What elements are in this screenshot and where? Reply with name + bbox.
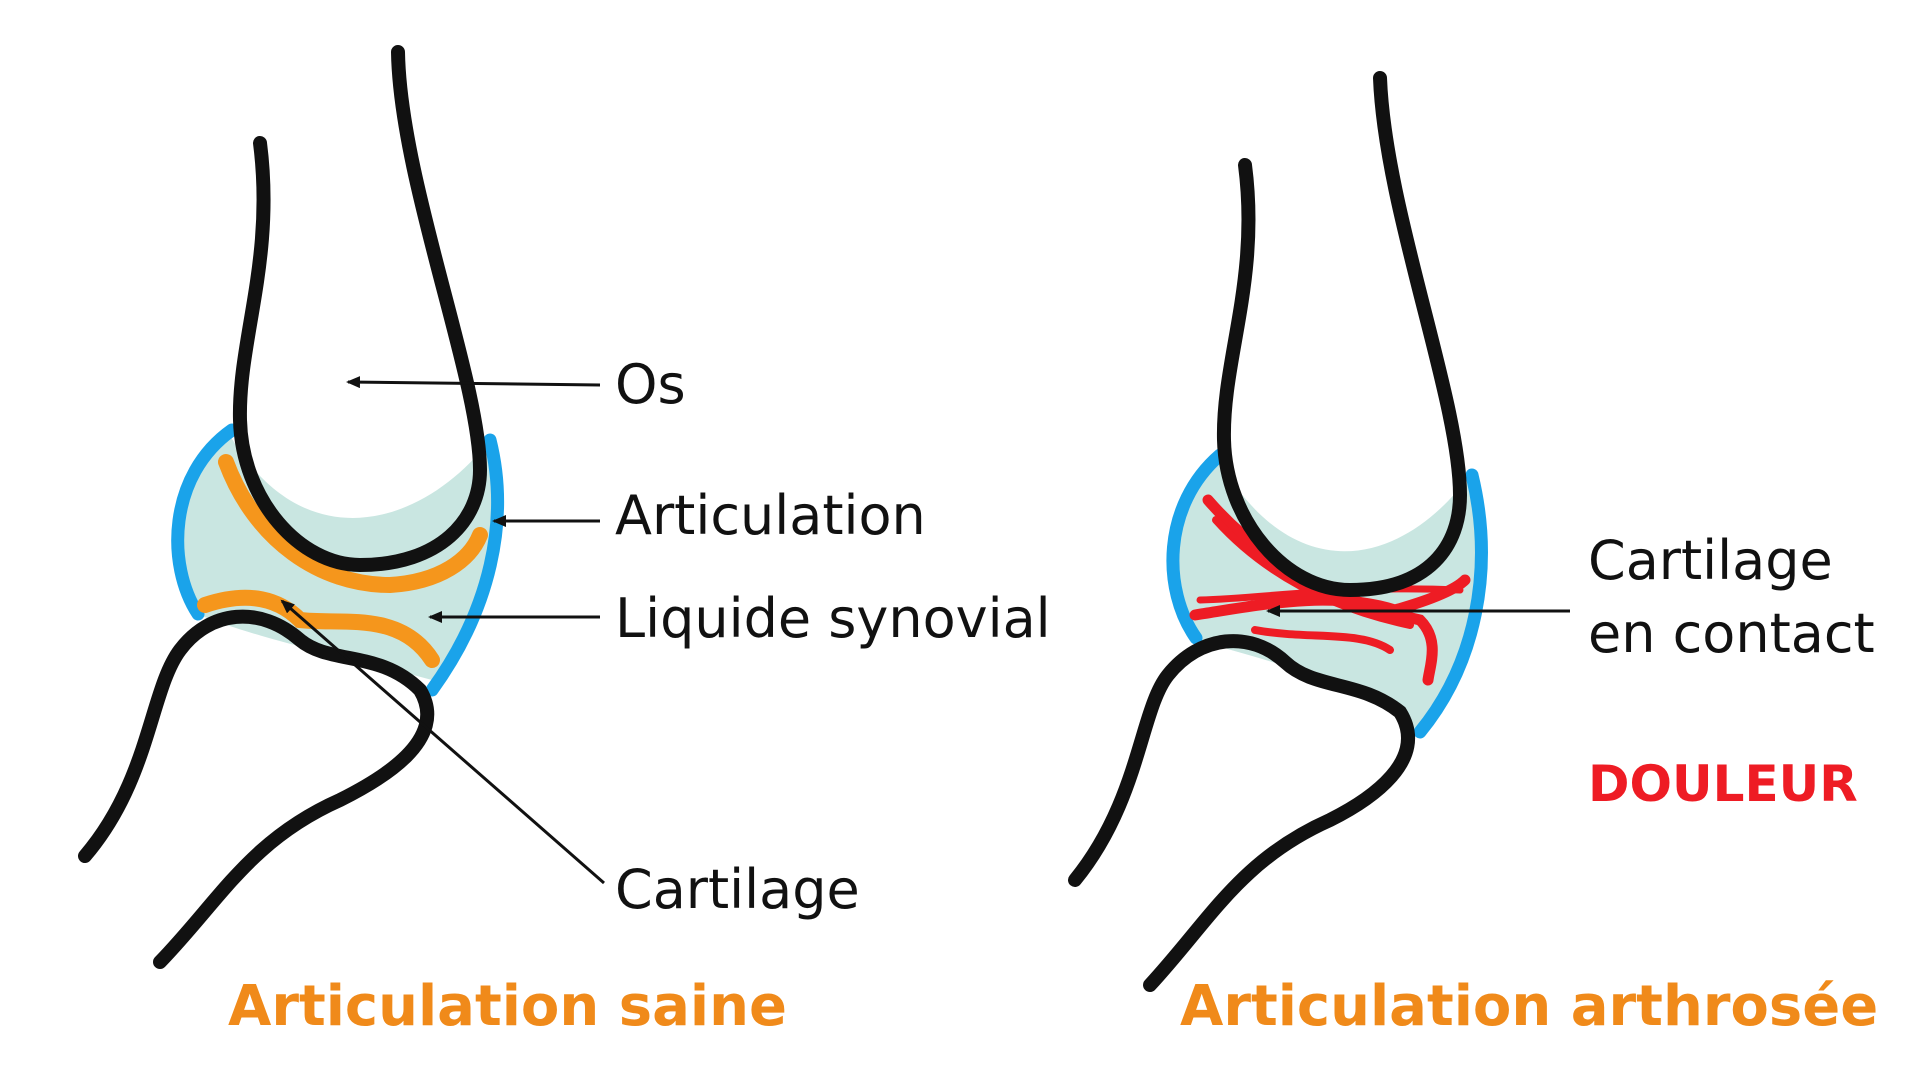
- arthritic-lower-bone: [1068, 634, 1415, 992]
- cartilage-arrow: [280, 599, 605, 885]
- healthy-joint-capsule: [171, 423, 239, 621]
- arthritic-joint-capsule-left: [1166, 448, 1227, 645]
- pain-label: DOULEUR: [1588, 755, 1858, 813]
- healthy-joint-capsule-right: [425, 433, 504, 697]
- healthy-lower-bone: [78, 609, 435, 969]
- label-contact-line2: en contact: [1588, 602, 1875, 665]
- healthy-upper-cartilage: [218, 454, 488, 594]
- damaged-cartilage: [1189, 494, 1471, 686]
- arthritic-title: Articulation arthrosée: [1180, 974, 1878, 1039]
- healthy-lower-cartilage: [197, 589, 440, 668]
- arthritic-joint-capsule-right: [1413, 468, 1488, 739]
- label-contact-line1: Cartilage: [1588, 529, 1833, 592]
- label-synovial-fluid: Liquide synovial: [615, 587, 1051, 650]
- healthy-joint-illustration: [78, 45, 504, 969]
- arthritic-upper-bone: [1216, 71, 1468, 598]
- healthy-upper-bone: [232, 45, 488, 573]
- arthritic-joint-illustration: [1068, 71, 1488, 992]
- label-joint: Articulation: [615, 484, 926, 547]
- healthy-title: Articulation saine: [228, 974, 787, 1039]
- label-cartilage: Cartilage: [615, 858, 860, 921]
- label-bone: Os: [615, 353, 686, 416]
- bone-arrow: [346, 376, 601, 389]
